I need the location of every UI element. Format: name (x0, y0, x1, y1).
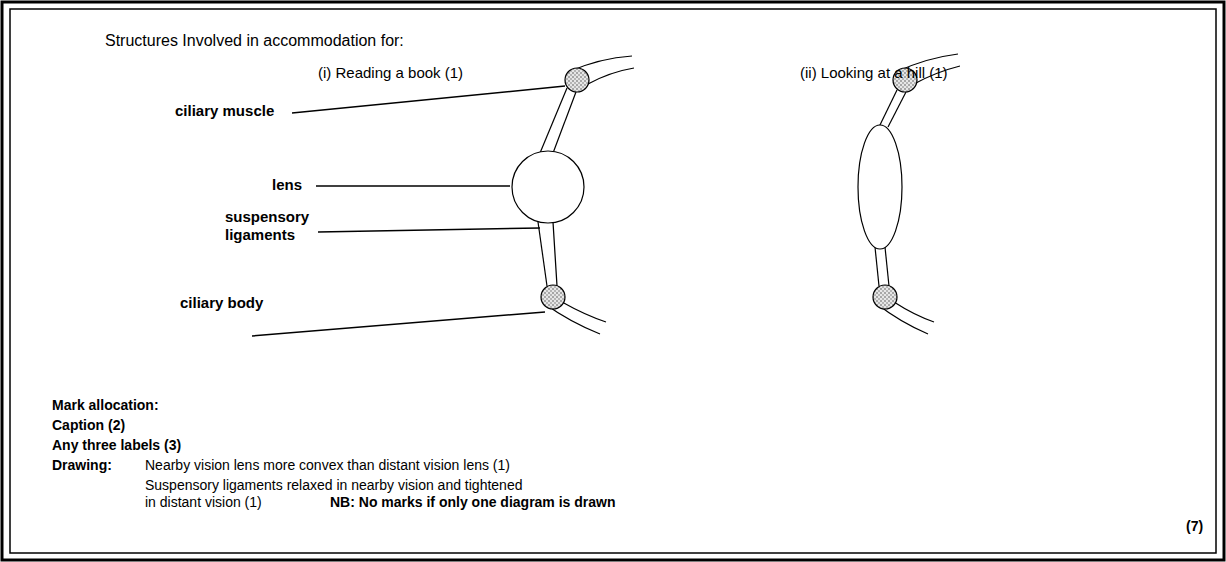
diagram-caption: (i) Reading a book (1) (318, 64, 463, 82)
part-label: suspensory ligaments (225, 208, 313, 244)
diagram-caption: (ii) Looking at a hill (1) (800, 64, 948, 82)
part-label: ciliary body (180, 294, 263, 312)
mark-note: Nearby vision lens more convex than dist… (145, 457, 510, 474)
inner-frame (10, 9, 1216, 553)
mark-item: Drawing: (52, 457, 112, 474)
part-label: lens (272, 176, 302, 194)
mark-item: Caption (2) (52, 417, 125, 434)
near-vision-eye (512, 56, 634, 334)
distant-vision-eye (858, 54, 960, 334)
mark-warning: NB: No marks if only one diagram is draw… (330, 494, 616, 511)
part-label: ciliary muscle (175, 102, 274, 120)
mark-item: Any three labels (3) (52, 437, 181, 454)
mark-heading: Mark allocation: (52, 397, 159, 414)
heading: Structures Involved in accommodation for… (105, 31, 404, 50)
total-marks: (7) (1186, 518, 1203, 535)
